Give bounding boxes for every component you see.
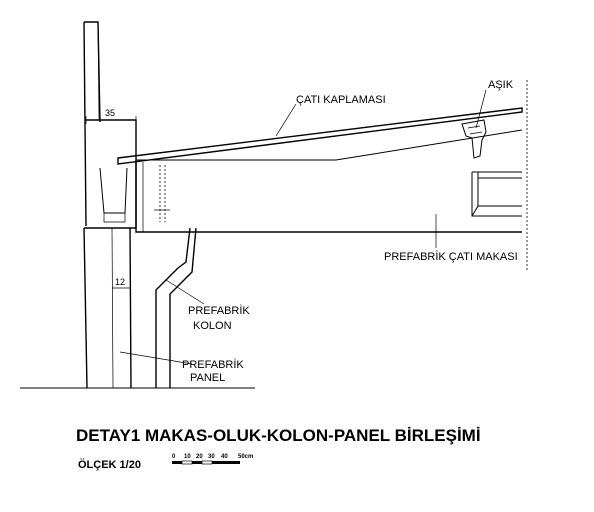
scale-tick-label: 30: [208, 454, 215, 460]
scale-label: ÖLÇEK 1/20: [78, 458, 141, 471]
leader-roof-cover: [275, 103, 297, 137]
truss-web-diagonal: [471, 205, 479, 217]
label-roof-cover: ÇATI KAPLAMASI: [296, 94, 386, 106]
truss-bottom: [135, 160, 522, 233]
parapet-inner-line: [97, 21, 100, 121]
label-panel-1: PREFABRİK: [182, 358, 244, 371]
dim-12-text: 12: [115, 277, 125, 287]
scale-seg-4: [201, 460, 213, 465]
label-truss: PREFABRİK ÇATI MAKASI: [384, 250, 518, 263]
purlin-detail: [467, 125, 483, 135]
leader-panel: [119, 351, 193, 365]
purlin-section: [461, 119, 487, 159]
scale-tick-label: 20: [196, 454, 203, 460]
gutter-outline: [84, 119, 137, 229]
roof-cover: [117, 107, 523, 165]
scale-seg-1: [172, 461, 182, 464]
gutter-drain: [103, 213, 126, 223]
drawing-title: DETAY1 MAKAS-OLUK-KOLON-PANEL BİRLEŞİMİ: [76, 426, 481, 445]
gutter-inner: [99, 167, 128, 214]
scale-tick-label: 40: [221, 454, 228, 460]
leader-purlin: [475, 89, 487, 129]
label-panel-2: PANEL: [190, 372, 225, 384]
label-column-1: PREFABRİK: [188, 304, 250, 317]
leader-column: [165, 279, 205, 305]
scale-seg-5: [212, 461, 240, 464]
scale-seg-2: [181, 460, 193, 465]
label-purlin: AŞIK: [488, 79, 514, 91]
scale-bar: [172, 460, 240, 465]
truss-web-opening: [471, 171, 522, 217]
dim-35-text: 35: [105, 108, 115, 118]
panel-joint-line: [111, 227, 114, 389]
scale-tick-label: 10: [184, 454, 191, 460]
prefab-column: [155, 227, 197, 388]
truss-top-chord: [136, 129, 523, 161]
scale-tick-label: 0: [172, 454, 176, 460]
parapet-wall: [83, 21, 101, 227]
label-column-2: KOLON: [193, 320, 232, 332]
prefab-panel: [83, 227, 132, 389]
scale-tick-label: 50cm: [238, 454, 253, 460]
scale-ticks: 0 10 20 30 40 50cm: [172, 454, 253, 460]
scale-seg-3: [192, 461, 202, 464]
